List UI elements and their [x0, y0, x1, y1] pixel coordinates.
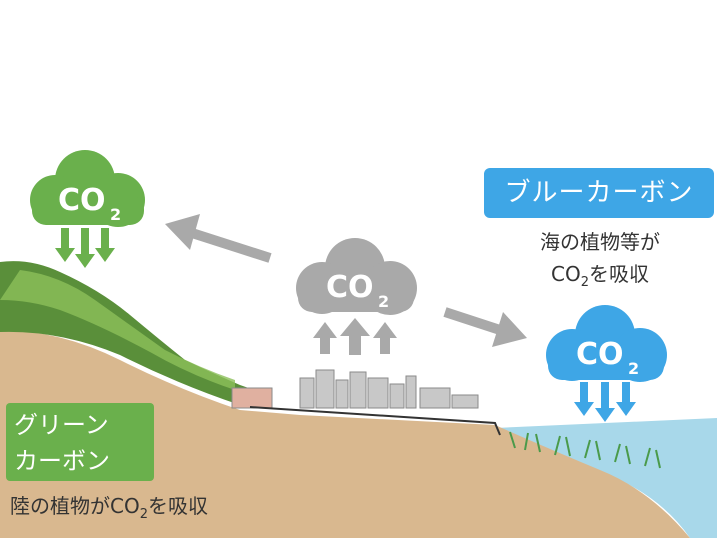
center-cloud-sub: 2 — [378, 292, 389, 311]
blue-desc-co: CO — [551, 262, 581, 286]
blue-carbon-description: 海の植物等が CO2を吸収 — [500, 226, 700, 299]
center-co2-cloud — [296, 238, 417, 355]
arrow-to-green — [165, 214, 272, 263]
blue-desc-line1: 海の植物等が — [540, 230, 660, 254]
green-desc-post: を吸収 — [148, 494, 208, 518]
green-cloud-sub: 2 — [110, 205, 121, 224]
ground — [0, 330, 690, 538]
seagrass — [509, 431, 661, 469]
blue-desc-line2: CO2を吸収 — [500, 258, 700, 299]
city-skyline — [231, 369, 479, 409]
blue-cloud-co: CO — [576, 337, 624, 372]
arrow-to-blue — [443, 307, 527, 347]
forest-hill-light — [0, 270, 235, 390]
green-title-line1: グリーン — [14, 411, 109, 439]
green-desc-co: CO — [110, 494, 140, 518]
green-desc-sub: 2 — [139, 507, 148, 522]
blue-cloud-sub: 2 — [628, 359, 639, 378]
green-cloud-co: CO — [58, 183, 106, 218]
center-cloud-co: CO — [326, 270, 374, 305]
green-title-line2: カーボン — [14, 447, 110, 475]
sea — [495, 418, 717, 538]
green-carbon-title: グリーン カーボン — [6, 403, 154, 481]
green-desc-pre: 陸の植物が — [10, 494, 110, 518]
blue-co2-cloud — [546, 305, 667, 422]
coastline — [249, 406, 501, 436]
blue-carbon-title: ブルーカーボン — [484, 168, 714, 218]
green-carbon-description: 陸の植物がCO2を吸収 — [10, 490, 208, 522]
blue-desc-sub: 2 — [580, 275, 589, 290]
blue-desc-post: を吸収 — [589, 262, 649, 286]
green-co2-cloud — [30, 150, 145, 268]
